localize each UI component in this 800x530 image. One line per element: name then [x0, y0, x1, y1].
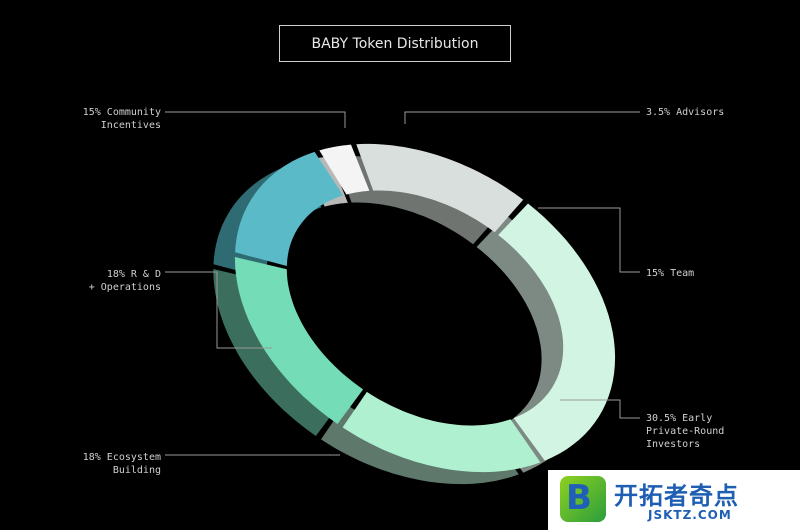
label-team: 15% Team	[646, 268, 695, 279]
slice-1	[356, 143, 524, 233]
leader-line-4	[165, 271, 272, 349]
leader-line-0	[404, 111, 640, 124]
slice-4	[234, 257, 364, 424]
label-early-investors: 30.5% Early Private-Round Investors	[646, 413, 725, 450]
label-advisors: 3.5% Advisors	[646, 107, 725, 118]
chart-title: BABY Token Distribution	[279, 25, 511, 62]
label-ecosystem: 18% Ecosystem Building	[82, 452, 161, 476]
label-community: 15% Community Incentives	[82, 107, 161, 131]
slice-0	[319, 144, 370, 195]
brand-logo-icon: B	[560, 476, 606, 522]
label-rnd: 18% R & D + Operations	[88, 269, 161, 293]
slice-5	[235, 151, 344, 266]
leader-line-5	[165, 111, 346, 128]
ring-tops	[234, 143, 616, 473]
brand-url: JSKTZ.COM	[648, 508, 732, 522]
watermark: B 开拓者奇点 JSKTZ.COM	[548, 470, 800, 530]
slice-3	[342, 391, 541, 473]
leader-line-1	[538, 207, 640, 273]
leader-lines	[165, 111, 640, 456]
slice-2	[498, 203, 616, 461]
brand-name: 开拓者奇点	[614, 482, 739, 510]
leader-line-2	[560, 399, 640, 419]
